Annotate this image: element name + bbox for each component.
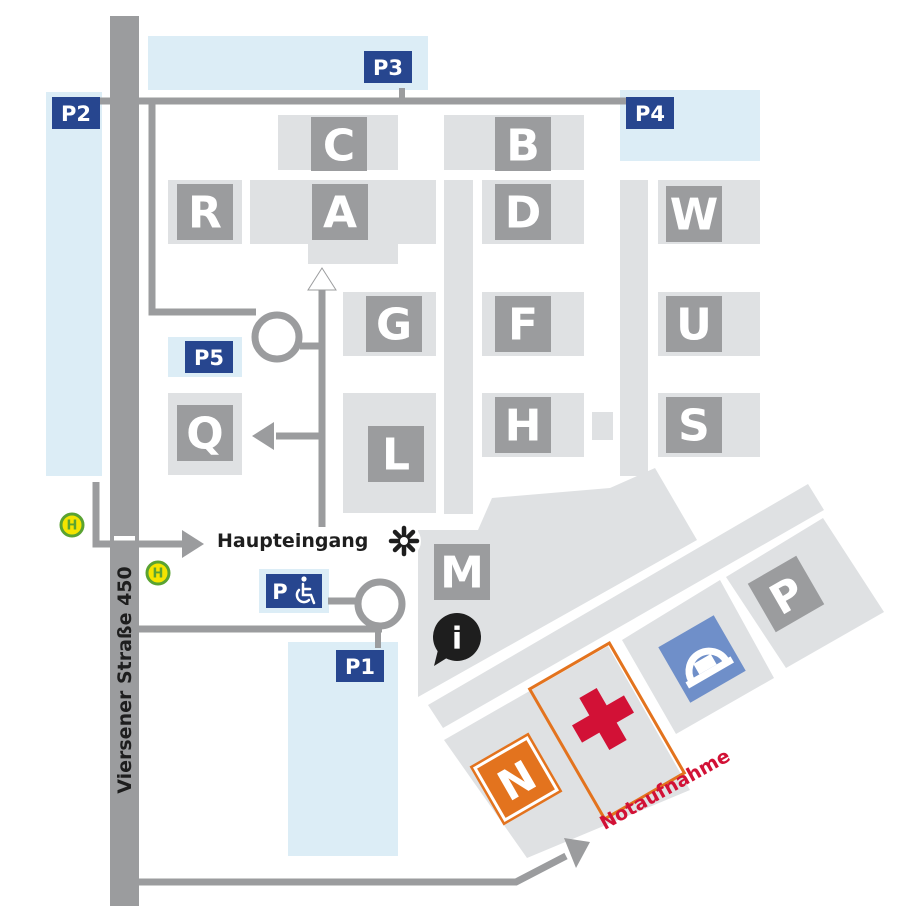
building-q[interactable]: Q (177, 405, 233, 461)
building-l[interactable]: L (368, 426, 424, 482)
parking-label-p5[interactable]: P5 (185, 341, 233, 373)
parking-label-p1[interactable]: P1 (336, 650, 384, 682)
svg-text:M: M (440, 548, 484, 599)
building-s[interactable]: S (666, 397, 722, 453)
building-h[interactable]: H (495, 397, 551, 453)
svg-text:W: W (670, 190, 719, 241)
svg-text:B: B (506, 121, 540, 172)
building-d[interactable]: D (495, 184, 551, 240)
building-a[interactable]: A (312, 184, 368, 240)
helipad-icon (658, 615, 746, 703)
svg-text:P4: P4 (635, 102, 665, 126)
svg-text:U: U (676, 300, 712, 351)
crosswalk (114, 536, 135, 544)
svg-text:S: S (678, 401, 710, 452)
svg-text:R: R (188, 188, 222, 239)
wheelchair-icon (295, 576, 316, 605)
svg-text:i: i (452, 622, 462, 657)
svg-text:H: H (153, 567, 164, 582)
building-m[interactable]: M (434, 544, 490, 600)
parking-label-p3[interactable]: P3 (364, 51, 412, 83)
svg-text:A: A (323, 188, 357, 239)
svg-text:F: F (508, 300, 538, 351)
building-w[interactable]: W (666, 186, 722, 242)
svg-text:P1: P1 (345, 655, 375, 679)
svg-text:H: H (505, 401, 542, 452)
svg-text:P: P (272, 580, 287, 604)
street-viersener (110, 16, 139, 906)
svg-text:C: C (323, 121, 355, 172)
svg-text:G: G (376, 300, 412, 351)
building-r[interactable]: R (177, 184, 233, 240)
main-entrance-label[interactable]: Haupteingang (217, 530, 368, 552)
svg-text:L: L (382, 430, 410, 481)
bus-stop-icon-2[interactable]: H (145, 560, 171, 586)
emergency-outline (527, 640, 687, 822)
building-f[interactable]: F (495, 296, 551, 352)
emergency-cross-icon (572, 688, 634, 750)
road-network (92, 16, 628, 906)
building-u[interactable]: U (666, 296, 722, 352)
parking-label-p4[interactable]: P4 (626, 97, 674, 129)
svg-text:P2: P2 (61, 102, 91, 126)
info-icon[interactable]: i (433, 613, 481, 666)
parking-label-p2[interactable]: P2 (52, 97, 100, 129)
building-n[interactable]: N (469, 732, 563, 826)
building-g[interactable]: G (366, 296, 422, 352)
svg-text:Q: Q (186, 409, 223, 460)
building-c[interactable]: C (311, 117, 367, 172)
svg-text:D: D (505, 188, 542, 239)
svg-text:P5: P5 (194, 346, 224, 370)
building-b[interactable]: B (495, 117, 551, 172)
svg-text:H: H (67, 519, 78, 534)
garage-parking[interactable]: P (747, 555, 825, 633)
bus-stop-icon[interactable]: H (59, 512, 85, 538)
entrance-star-icon (387, 524, 421, 558)
svg-text:P3: P3 (373, 56, 403, 80)
street-label: Viersener Straße 450 (114, 566, 136, 794)
disabled-parking-sign[interactable]: P (266, 574, 322, 608)
parking-area-p2 (46, 92, 102, 476)
